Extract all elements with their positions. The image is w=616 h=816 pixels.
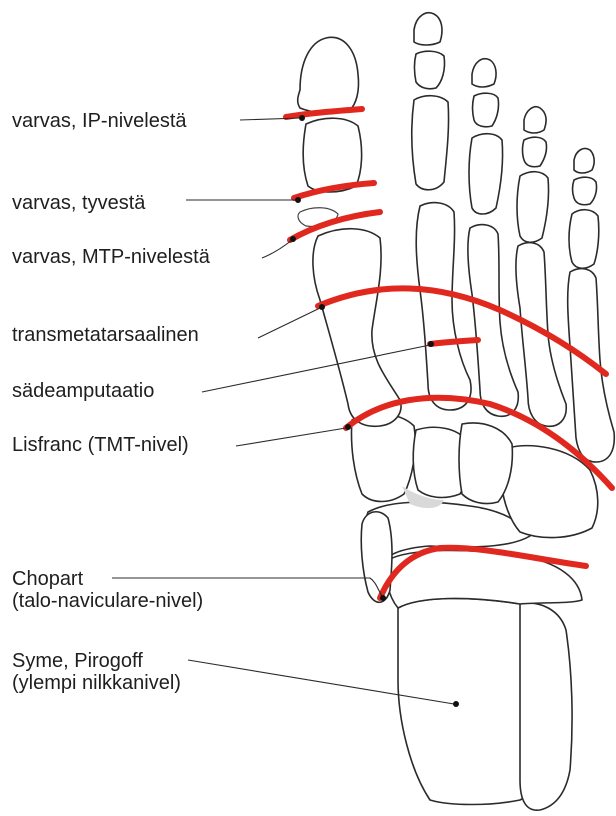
toe-5-distal-phalanx-bone [574,148,594,173]
mtp-joint-leader-line [262,240,292,258]
ray-amputation-leader-line [202,345,430,392]
toe-3-proximal-phalanx-bone [469,134,503,214]
ip-joint-leader-dot [299,115,305,121]
lisfranc-leader-dot [345,424,351,430]
transmetatarsal-leader-dot [319,304,325,310]
calcaneus-bone [520,603,572,810]
ip-joint-cut-line [286,109,362,117]
toe-5-proximal-phalanx-bone [569,210,599,269]
syme-label: Syme, Pirogoff (ylempi nilkkanivel) [12,650,181,694]
mtp-joint-leader-dot [290,236,296,242]
metatarsal-4-bone [516,243,566,427]
toe-base-leader-dot [295,197,301,203]
toe-4-middle-phalanx-bone [523,137,547,167]
cuneiform-lateral-bone [459,423,512,504]
metatarsal-2-bone [416,203,471,410]
ray-amputation-leader-dot [428,341,434,347]
lisfranc-leader-line [236,428,346,446]
chopart-label-line2: (talo-naviculare-nivel) [12,590,203,612]
toe-3-middle-phalanx-bone [473,93,499,127]
toe-3-distal-phalanx-bone [472,59,496,87]
toe-4-proximal-phalanx-bone [517,172,549,243]
ray-amputation-label: sädeamputaatio [12,380,154,402]
transmetatarsal-leader-line [258,308,320,338]
syme-label-line1: Syme, Pirogoff [12,650,181,672]
chopart-leader-dot [380,595,386,601]
toe-2-distal-phalanx-bone [414,13,442,45]
transmetatarsal-label: transmetatarsaalinen [12,324,199,346]
toe-5-middle-phalanx-bone [573,177,597,205]
metatarsal-3-bone [468,225,518,417]
syme-label-line2: (ylempi nilkkanivel) [12,672,181,694]
ray-amputation-cut-line [430,340,478,344]
hallux-distal-phalanx-bone [298,37,359,112]
chopart-label: Chopart (talo-naviculare-nivel) [12,568,203,612]
chopart-label-line1: Chopart [12,568,203,590]
syme-leader-dot [453,701,459,707]
toe-base-cut-line [294,183,374,198]
metatarsal-1-bone [313,229,401,427]
toe-2-middle-phalanx-bone [415,51,445,89]
hallux-proximal-phalanx-bone [303,118,361,192]
lisfranc-label: Lisfranc (TMT-nivel) [12,434,189,456]
ip-joint-label: varvas, IP-nivelestä [12,110,187,132]
toe-4-distal-phalanx-bone [524,107,546,133]
mtp-joint-label: varvas, MTP-nivelestä [12,246,210,268]
toe-base-label: varvas, tyvestä [12,192,145,214]
toe-2-proximal-phalanx-bone [412,96,449,190]
